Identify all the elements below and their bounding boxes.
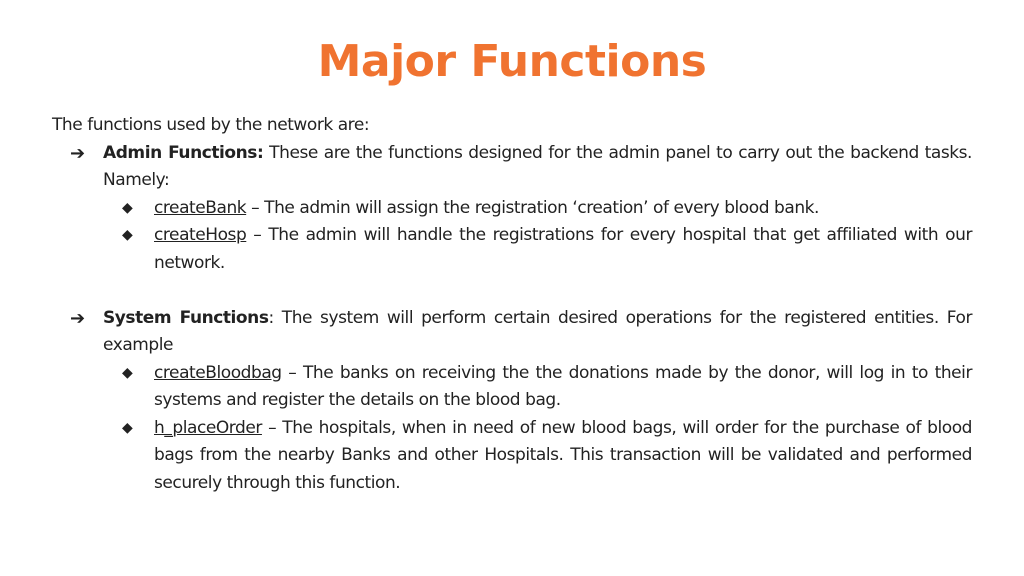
diamond-bullet-icon: ◆ — [122, 227, 133, 243]
function-name: h_placeOrder — [154, 417, 262, 438]
arrow-bullet-icon: ➔ — [70, 307, 85, 329]
list-item: ◆ h_placeOrder – The hospitals, when in … — [52, 415, 972, 498]
slide-body: The functions used by the network are: ➔… — [52, 112, 972, 497]
spacer — [52, 277, 972, 305]
list-item: ◆ createBloodbag – The banks on receivin… — [52, 360, 972, 415]
function-description: – The admin will assign the registration… — [246, 197, 819, 218]
section-heading: System Functions — [103, 307, 269, 328]
function-name: createHosp — [154, 225, 247, 245]
section-system-functions: ➔ System Functions: The system will perf… — [52, 305, 972, 360]
list-item: ◆ createBank – The admin will assign the… — [52, 195, 972, 223]
function-description: – The admin will handle the registration… — [154, 225, 972, 273]
function-name: createBank — [154, 197, 247, 218]
section-heading: Admin Functions: — [103, 142, 264, 163]
diamond-bullet-icon: ◆ — [122, 199, 133, 216]
section-text: These are the functions designed for the… — [103, 142, 972, 191]
function-description: – The hospitals, when in need of new blo… — [154, 417, 972, 493]
list-item: ◆ createHosp – The admin will handle the… — [52, 222, 972, 277]
diamond-bullet-icon: ◆ — [122, 364, 133, 381]
function-name: createBloodbag — [154, 362, 282, 383]
arrow-bullet-icon: ➔ — [70, 142, 85, 164]
intro-text: The functions used by the network are: — [52, 115, 370, 135]
section-text: : The system will perform certain desire… — [103, 307, 973, 356]
section-admin-functions: ➔ Admin Functions: These are the functio… — [52, 140, 972, 195]
function-description: – The banks on receiving the the donatio… — [154, 362, 972, 411]
diamond-bullet-icon: ◆ — [122, 419, 133, 436]
slide-title: Major Functions — [317, 36, 707, 87]
